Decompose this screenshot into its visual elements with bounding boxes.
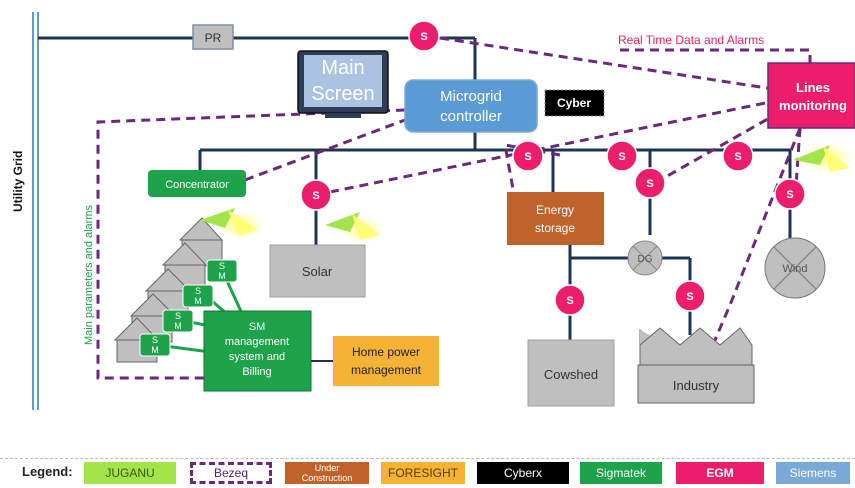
sensor-icon: S bbox=[674, 280, 706, 312]
home-power-management-box: Home power management bbox=[333, 336, 439, 386]
legend-divider bbox=[0, 458, 855, 459]
main-parameters-label: Main parameters and alarms bbox=[83, 204, 95, 345]
solar-box: Solar bbox=[269, 244, 366, 298]
svg-text:Microgrid: Microgrid bbox=[440, 88, 502, 105]
svg-text:Solar: Solar bbox=[302, 264, 333, 279]
bezeq-data-links bbox=[96, 36, 812, 380]
legend-cyberx: Cyberx bbox=[477, 462, 569, 484]
sensor-icon: S bbox=[554, 284, 586, 316]
cowshed-box: Cowshed bbox=[527, 339, 615, 407]
svg-text:S: S bbox=[219, 261, 225, 271]
sensor-icon: S bbox=[634, 167, 666, 199]
lines-monitoring-box: Lines monitoring bbox=[767, 62, 855, 129]
concentrator-box: Concentrator bbox=[148, 170, 246, 197]
svg-text:S: S bbox=[566, 295, 573, 307]
svg-text:Main: Main bbox=[321, 57, 364, 79]
industry-building: Industry bbox=[637, 327, 755, 404]
sensor-icon: S bbox=[774, 178, 806, 210]
realtime-data-label: Real Time Data and Alarms bbox=[618, 33, 764, 47]
legend-siemens: Siemens bbox=[776, 462, 850, 484]
svg-text:Concentrator: Concentrator bbox=[165, 179, 229, 191]
legend-under-construction: Under Construction bbox=[285, 462, 369, 484]
light-icon-2 bbox=[325, 212, 384, 243]
svg-text:M: M bbox=[174, 321, 182, 331]
sm-management-box: SM management system and Billing bbox=[203, 310, 312, 392]
smart-meter-4: S M bbox=[139, 333, 171, 357]
pr-label: PR bbox=[205, 31, 222, 45]
svg-text:DG: DG bbox=[638, 254, 653, 265]
svg-text:S: S bbox=[646, 178, 653, 190]
legend-sigmatek: Sigmatek bbox=[580, 462, 662, 484]
svg-text:SM: SM bbox=[249, 321, 266, 333]
egm-sensors: S S S S S S S S S bbox=[300, 20, 806, 316]
utility-grid-label: Utility Grid bbox=[11, 151, 25, 212]
svg-text:M: M bbox=[194, 296, 202, 306]
svg-text:S: S bbox=[618, 151, 625, 163]
svg-text:S: S bbox=[152, 335, 158, 345]
smart-meter-2: S M bbox=[182, 284, 214, 308]
utility-grid-bus bbox=[32, 12, 39, 410]
sensor-icon: S bbox=[408, 20, 440, 52]
pr-box bbox=[192, 24, 234, 50]
svg-text:Industry: Industry bbox=[673, 378, 720, 393]
smart-meter-1: S M bbox=[206, 259, 238, 283]
svg-text:S: S bbox=[312, 190, 319, 202]
legend-foresight: FORESIGHT bbox=[381, 462, 465, 484]
svg-text:controller: controller bbox=[440, 108, 502, 125]
sensor-icon: S bbox=[606, 140, 638, 172]
smart-meters: S M S M S M S M bbox=[139, 259, 238, 357]
svg-text:S: S bbox=[734, 151, 741, 163]
svg-text:Cyber: Cyber bbox=[557, 96, 591, 110]
svg-text:Lines: Lines bbox=[796, 80, 830, 95]
legend: Legend: JUGANU Bezeq Under Construction … bbox=[0, 458, 855, 488]
svg-text:S: S bbox=[420, 31, 427, 43]
legend-egm: EGM bbox=[676, 462, 764, 484]
main-screen: Main Screen bbox=[297, 50, 389, 118]
svg-text:Billing: Billing bbox=[242, 366, 271, 378]
svg-text:Home power: Home power bbox=[352, 345, 420, 359]
cyber-box: Cyber bbox=[544, 89, 605, 117]
svg-text:Wind: Wind bbox=[782, 263, 807, 275]
light-icon-3 bbox=[793, 143, 853, 173]
svg-text:M: M bbox=[151, 345, 159, 355]
svg-text:M: M bbox=[218, 271, 226, 281]
sensor-icon: S bbox=[300, 179, 332, 211]
sensor-icon: S bbox=[512, 140, 544, 172]
legend-juganu: JUGANU bbox=[84, 462, 176, 484]
legend-bezeq: Bezeq bbox=[190, 462, 272, 484]
svg-text:S: S bbox=[524, 151, 531, 163]
svg-text:management: management bbox=[351, 363, 422, 377]
svg-text:S: S bbox=[786, 189, 793, 201]
svg-text:monitoring: monitoring bbox=[779, 98, 847, 113]
svg-text:S: S bbox=[686, 291, 693, 303]
smart-meter-3: S M bbox=[162, 309, 194, 333]
wind-turbine: Wind bbox=[764, 237, 826, 299]
svg-text:S: S bbox=[195, 286, 201, 296]
svg-text:storage: storage bbox=[535, 221, 575, 235]
svg-text:Screen: Screen bbox=[311, 83, 374, 105]
svg-text:Cowshed: Cowshed bbox=[544, 367, 598, 382]
light-icon-1 bbox=[200, 208, 264, 239]
svg-text:S: S bbox=[175, 311, 181, 321]
energy-storage-box: Energy storage bbox=[507, 192, 604, 245]
microgrid-controller: Microgrid controller bbox=[404, 79, 538, 133]
svg-text:management: management bbox=[225, 336, 289, 348]
diagram-canvas: Utility Grid PR bbox=[11, 12, 855, 410]
diesel-generator: DG bbox=[627, 240, 663, 276]
svg-text:system and: system and bbox=[229, 351, 285, 363]
svg-text:Energy: Energy bbox=[536, 203, 574, 217]
sensor-icon: S bbox=[722, 140, 754, 172]
legend-title: Legend: bbox=[22, 464, 73, 479]
juganu-lights bbox=[200, 143, 853, 243]
